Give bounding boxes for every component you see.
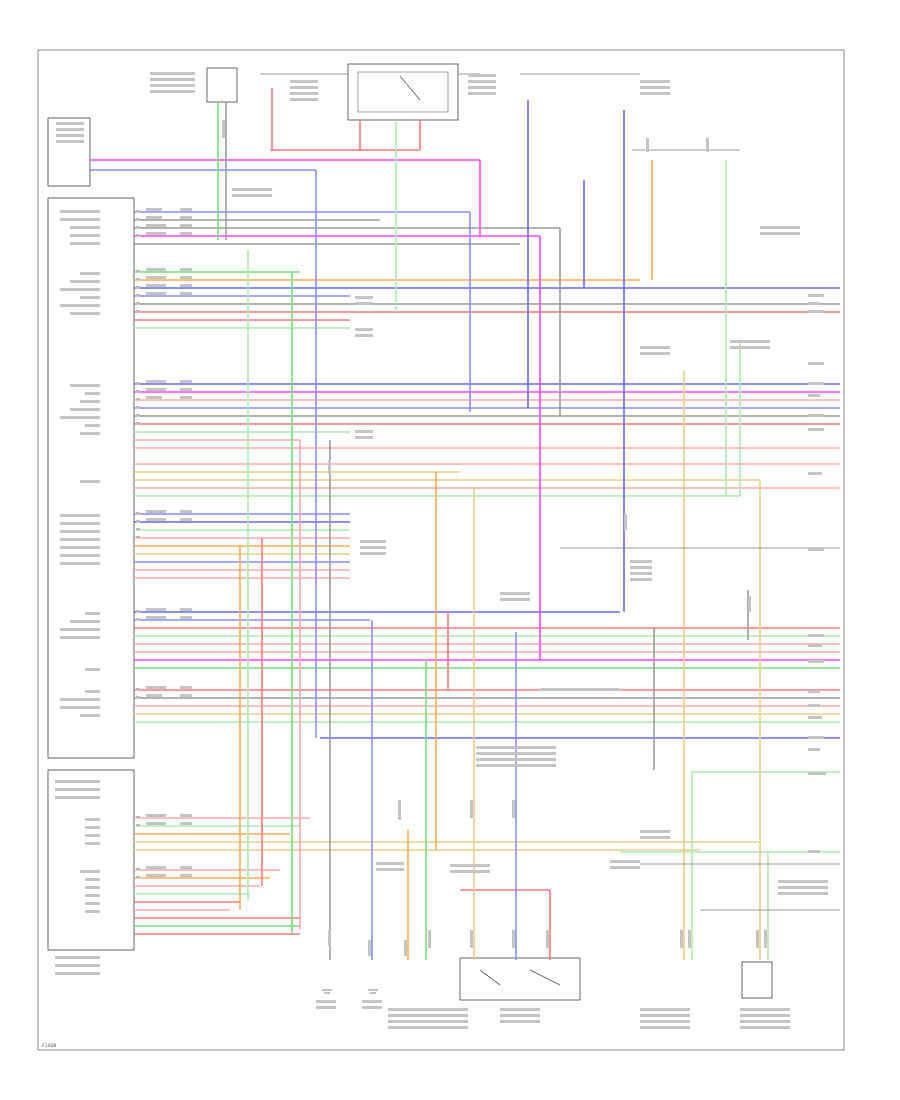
horizontal-wires bbox=[90, 149, 840, 935]
component-callout-labels bbox=[56, 72, 828, 1029]
diagram-frame bbox=[37, 49, 845, 1051]
component-pcm bbox=[47, 197, 135, 759]
right-edge-wire-labels bbox=[808, 294, 826, 853]
pcm-left-label-column bbox=[55, 210, 100, 975]
component-bottom-right-sensor bbox=[741, 961, 773, 999]
vertical-wire-labels bbox=[222, 120, 767, 956]
component-top-sensor bbox=[206, 67, 238, 103]
component-left-module bbox=[47, 117, 91, 187]
wire-color-code-labels bbox=[146, 208, 192, 877]
vertical-wires bbox=[217, 88, 769, 960]
pin-number-column bbox=[136, 210, 140, 879]
component-throttle-position bbox=[459, 957, 581, 1001]
component-relay-box bbox=[347, 63, 459, 121]
component-transmission-control bbox=[47, 769, 135, 951]
leader-lines bbox=[260, 73, 840, 911]
footer-code: F1008 bbox=[42, 1043, 56, 1049]
ground-symbols bbox=[322, 989, 378, 994]
